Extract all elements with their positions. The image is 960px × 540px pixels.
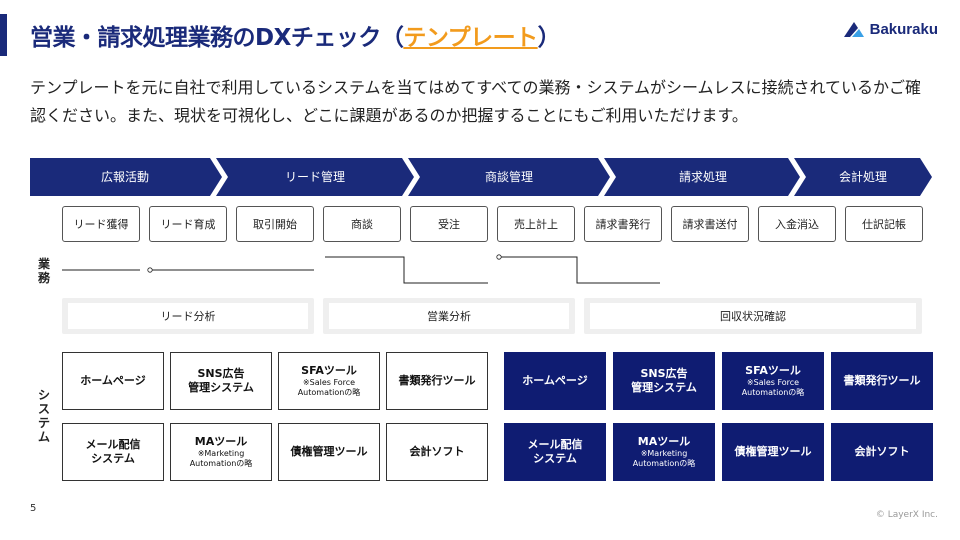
stage-chevrons (30, 158, 932, 196)
sys-main: メール配信 システム (527, 438, 583, 465)
sys-main: ホームページ (80, 374, 146, 387)
system-email[interactable]: メール配信 システム (62, 423, 164, 481)
system-email-dark[interactable]: メール配信 システム (504, 423, 606, 481)
system-sfa-dark[interactable]: SFAツール※Sales Force Automationの略 (722, 352, 824, 410)
sys-main: メール配信 システム (85, 438, 141, 465)
page-number: 5 (30, 503, 37, 514)
task-invoice-send[interactable]: 請求書送付 (671, 206, 749, 242)
sys-main: 債権管理ツール (290, 445, 368, 458)
sys-sub: ※Sales Force Automationの略 (297, 378, 361, 397)
task-lead-nurturing[interactable]: リード育成 (149, 206, 227, 242)
system-ma-dark[interactable]: MAツール※Marketing Automationの略 (613, 423, 715, 481)
task-order[interactable]: 受注 (410, 206, 488, 242)
template-link[interactable]: テンプレート (403, 25, 538, 51)
title-main: 営業・請求処理業務のDXチェック（ (30, 25, 404, 51)
sys-main: MAツール (637, 435, 691, 448)
sys-main: SNS広告 管理システム (631, 367, 697, 394)
system-homepage[interactable]: ホームページ (62, 352, 164, 410)
copyright: © LayerX Inc. (875, 510, 938, 520)
system-sfa[interactable]: SFAツール※Sales Force Automationの略 (278, 352, 380, 410)
page-title: 営業・請求処理業務のDXチェック（テンプレート） (30, 18, 561, 52)
business-row-label: 業務 (37, 257, 51, 285)
system-homepage-dark[interactable]: ホームページ (504, 352, 606, 410)
sys-main: MAツール (194, 435, 248, 448)
system-label-text: システム (37, 388, 50, 444)
system-accounting[interactable]: 会計ソフト (386, 423, 488, 481)
system-sns-ads[interactable]: SNS広告 管理システム (170, 352, 272, 410)
system-doc-issue-dark[interactable]: 書類発行ツール (831, 352, 933, 410)
analysis-lead: リード分析 (62, 298, 314, 334)
task-revenue[interactable]: 売上計上 (497, 206, 575, 242)
bakuraku-logo-icon (843, 22, 864, 37)
task-deal-start[interactable]: 取引開始 (236, 206, 314, 242)
analysis-sales: 営業分析 (323, 298, 575, 334)
sys-main: 会計ソフト (409, 445, 465, 458)
system-row-label: システム (37, 388, 51, 444)
sys-main: SFAツール (745, 364, 801, 377)
task-invoice-issue[interactable]: 請求書発行 (584, 206, 662, 242)
intro-text: テンプレートを元に自社で利用しているシステムを当てはめてすべての業務・システムが… (30, 78, 922, 125)
stage-deal: 商談管理 (484, 170, 533, 184)
system-doc-issue[interactable]: 書類発行ツール (386, 352, 488, 410)
task-lead-acquisition[interactable]: リード獲得 (62, 206, 140, 242)
sys-sub: ※Marketing Automationの略 (632, 449, 696, 468)
analysis-lead-label[interactable]: リード分析 (68, 303, 308, 329)
bakuraku-logo: Bakuraku (842, 20, 938, 38)
sys-main: SNS広告 管理システム (188, 367, 254, 394)
system-receivables[interactable]: 債権管理ツール (278, 423, 380, 481)
sys-main: SFAツール (301, 364, 357, 377)
title-close: ） (537, 25, 561, 51)
title-accent-bar (0, 14, 7, 56)
sys-sub: ※Sales Force Automationの略 (741, 378, 805, 397)
analysis-collection: 回収状況確認 (584, 298, 922, 334)
task-negotiation[interactable]: 商談 (323, 206, 401, 242)
business-label-text: 業務 (37, 257, 50, 285)
stage-lead: リード管理 (284, 170, 345, 184)
analysis-collection-label[interactable]: 回収状況確認 (590, 303, 916, 329)
stage-flow: 広報活動 リード管理 商談管理 請求処理 会計処理 (30, 158, 932, 196)
system-sns-ads-dark[interactable]: SNS広告 管理システム (613, 352, 715, 410)
logo-text: Bakuraku (869, 20, 938, 38)
system-ma[interactable]: MAツール※Marketing Automationの略 (170, 423, 272, 481)
stage-billing: 請求処理 (678, 170, 727, 184)
sys-main: 債権管理ツール (734, 445, 812, 458)
system-accounting-dark[interactable]: 会計ソフト (831, 423, 933, 481)
sys-main: 書類発行ツール (843, 374, 921, 387)
task-payment-match[interactable]: 入金消込 (758, 206, 836, 242)
analysis-sales-label[interactable]: 営業分析 (329, 303, 569, 329)
stage-pr: 広報活動 (100, 170, 149, 184)
system-receivables-dark[interactable]: 債権管理ツール (722, 423, 824, 481)
sys-sub: ※Marketing Automationの略 (189, 449, 253, 468)
sys-main: ホームページ (522, 374, 588, 387)
task-journal-entry[interactable]: 仕訳記帳 (845, 206, 923, 242)
stage-accounting: 会計処理 (838, 170, 887, 184)
sys-main: 書類発行ツール (398, 374, 476, 387)
sys-main: 会計ソフト (854, 445, 910, 458)
